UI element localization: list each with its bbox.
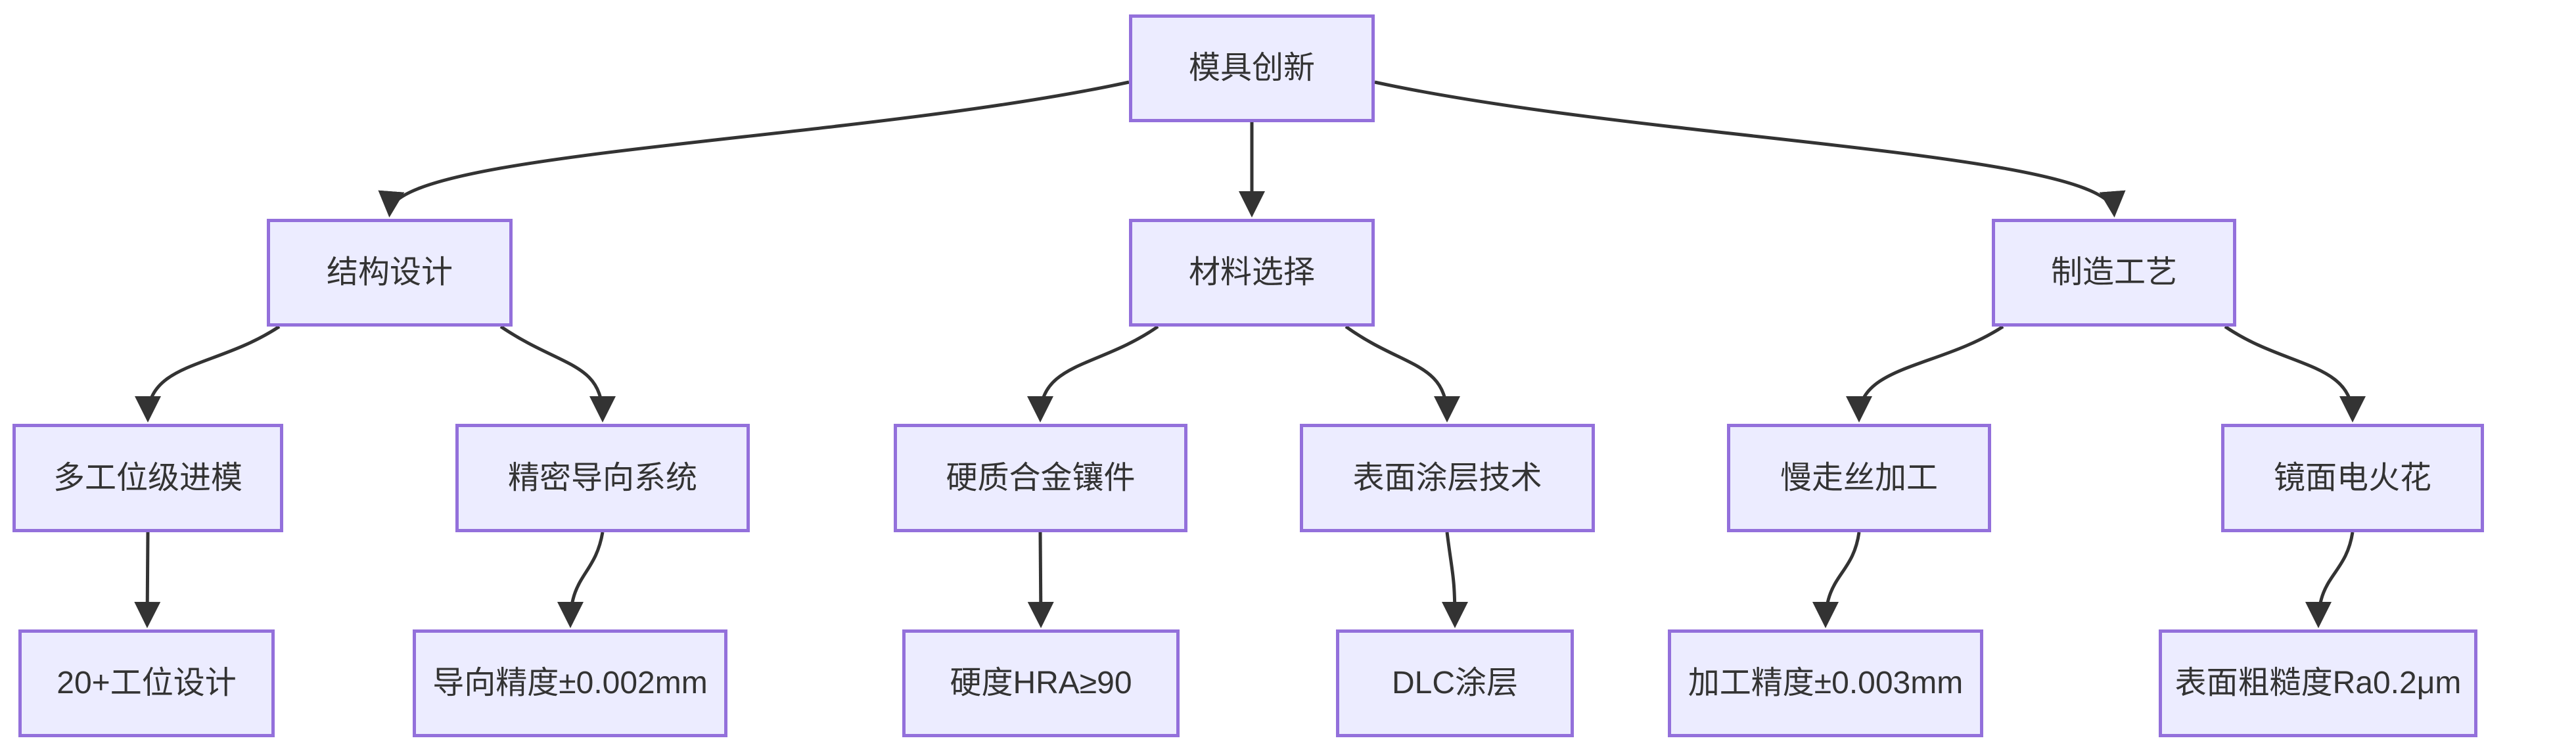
node-guide-precision: 导向精度±0.002mm <box>413 629 727 737</box>
node-manufacturing-process-label: 制造工艺 <box>2050 255 2177 290</box>
edge-carbide-insert-to-hardness <box>1027 532 1054 628</box>
node-multi-station-progressive-die-label: 多工位级进模 <box>53 460 242 495</box>
node-hardness-hra: 硬度HRA≥90 <box>902 629 1180 737</box>
node-mirror-edm: 镜面电火花 <box>2221 424 2484 532</box>
node-precision-guide-system-label: 精密导向系统 <box>507 460 697 495</box>
node-slow-wire-edm-label: 慢走丝加工 <box>1780 460 1938 495</box>
node-carbide-insert: 硬质合金镶件 <box>894 424 1187 532</box>
node-manufacturing-process: 制造工艺 <box>1992 219 2236 327</box>
edge-structure-to-guide-system <box>499 325 616 422</box>
node-surface-roughness: 表面粗糙度Ra0.2μm <box>2159 629 2477 737</box>
node-material-selection: 材料选择 <box>1129 219 1375 327</box>
edge-slow-wire-to-machining-precision <box>1812 532 1861 628</box>
node-surface-coating-tech-label: 表面涂层技术 <box>1352 460 1542 495</box>
node-hardness-hra-label: 硬度HRA≥90 <box>950 666 1132 701</box>
edge-manufacturing-to-slow-wire <box>1846 325 2004 422</box>
node-machining-precision-label: 加工精度±0.003mm <box>1688 666 1964 701</box>
node-structure-design-label: 结构设计 <box>326 255 453 290</box>
edge-mirror-edm-to-roughness <box>2305 532 2355 628</box>
node-dlc-coating-label: DLC涂层 <box>1391 666 1519 701</box>
edge-material-to-carbide-insert <box>1027 325 1159 422</box>
node-surface-roughness-label: 表面粗糙度Ra0.2μm <box>2174 666 2462 701</box>
node-mold-innovation: 模具创新 <box>1129 14 1375 122</box>
node-multi-station-progressive-die: 多工位级进模 <box>12 424 283 532</box>
node-structure-design: 结构设计 <box>267 219 513 327</box>
edge-progressive-die-to-station-design <box>134 532 161 628</box>
edge-manufacturing-to-mirror-edm <box>2224 325 2366 422</box>
node-guide-precision-label: 导向精度±0.002mm <box>432 666 708 701</box>
edge-guide-system-to-guide-precision <box>557 532 605 628</box>
edge-root-to-structure <box>378 80 1130 217</box>
edge-material-to-surface-coating <box>1345 325 1460 422</box>
node-20plus-station-design: 20+工位设计 <box>18 629 275 737</box>
node-mirror-edm-label: 镜面电火花 <box>2273 460 2431 495</box>
edge-root-to-manufacturing <box>1374 80 2126 217</box>
node-surface-coating-tech: 表面涂层技术 <box>1300 424 1595 532</box>
node-material-selection-label: 材料选择 <box>1188 255 1315 290</box>
edge-surface-coating-to-dlc <box>1441 532 1468 628</box>
node-20plus-station-design-label: 20+工位设计 <box>57 666 237 701</box>
node-precision-guide-system: 精密导向系统 <box>455 424 750 532</box>
node-slow-wire-edm: 慢走丝加工 <box>1727 424 1991 532</box>
node-mold-innovation-label: 模具创新 <box>1188 51 1315 86</box>
node-dlc-coating: DLC涂层 <box>1336 629 1574 737</box>
node-machining-precision: 加工精度±0.003mm <box>1668 629 1983 737</box>
edge-structure-to-progressive-die <box>135 325 281 422</box>
node-carbide-insert-label: 硬质合金镶件 <box>946 460 1136 495</box>
